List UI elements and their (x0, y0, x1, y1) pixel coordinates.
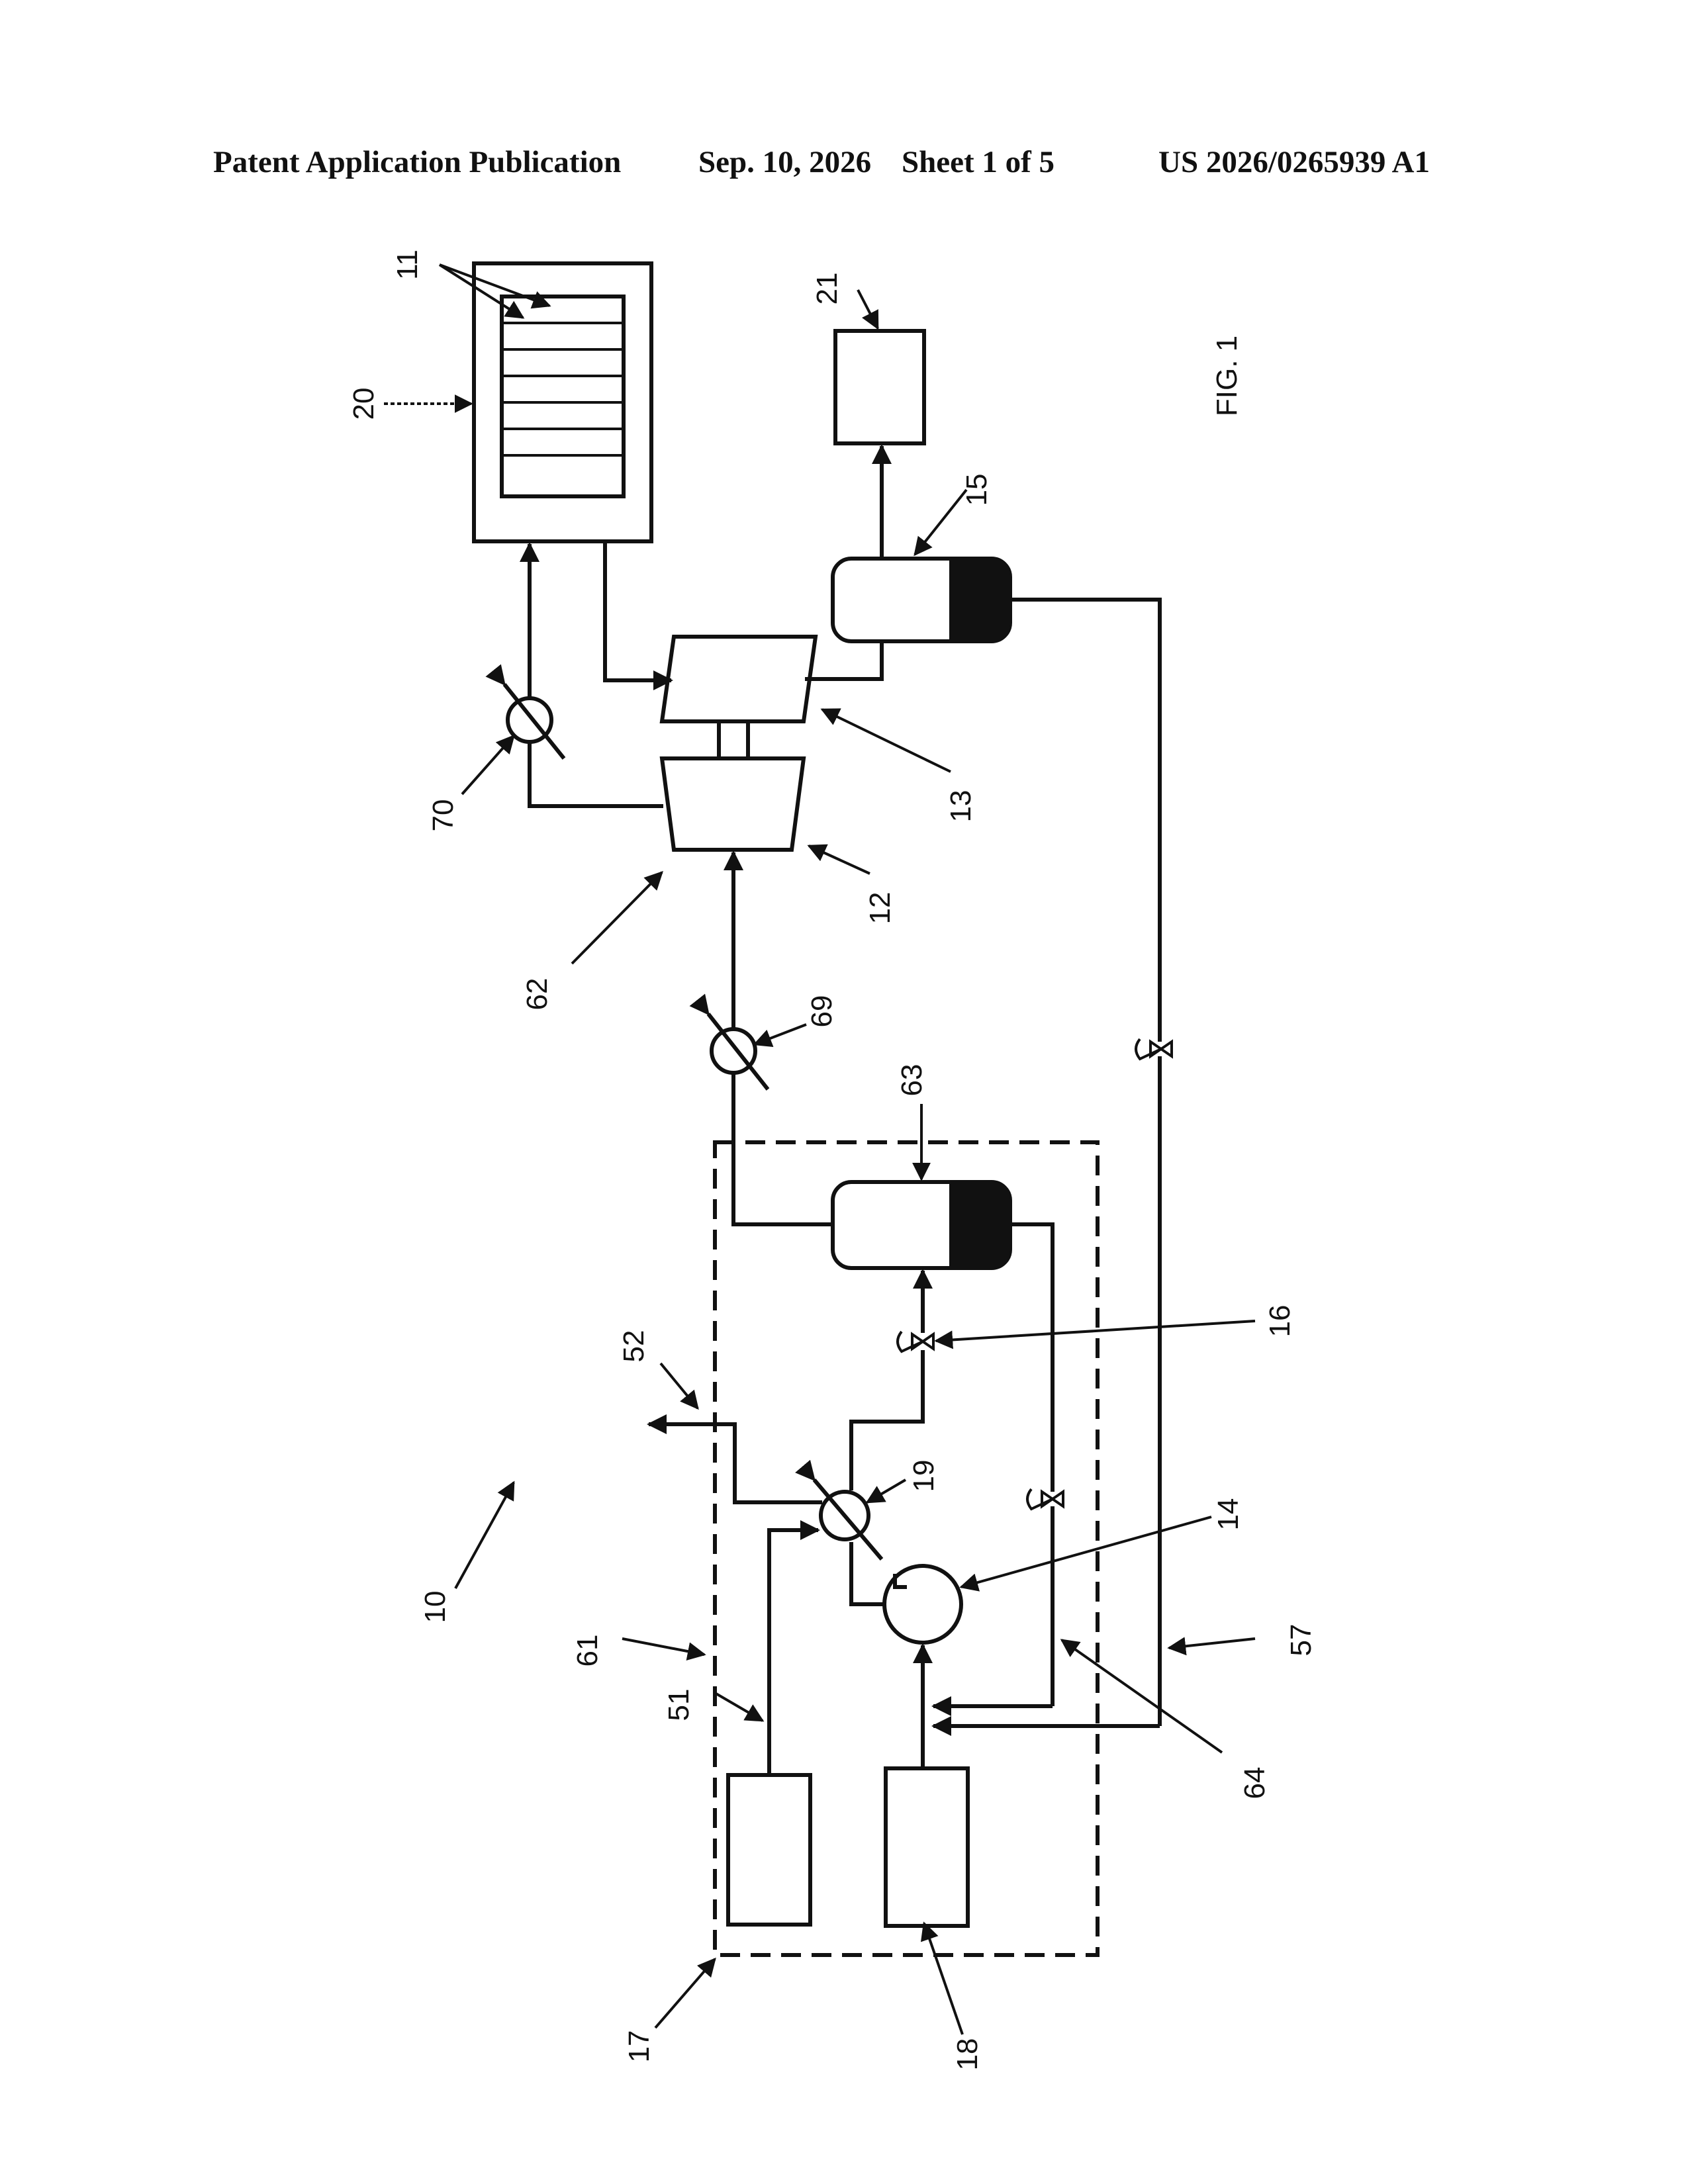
label-57: 57 (1285, 1624, 1317, 1657)
tank-18 (886, 1768, 968, 1926)
label-13: 13 (945, 790, 977, 823)
label-61: 61 (571, 1635, 604, 1667)
pump-14 (884, 1566, 961, 1643)
label-63: 63 (896, 1064, 928, 1097)
label-16: 16 (1264, 1305, 1296, 1338)
tank-17 (728, 1775, 810, 1925)
fuel-cell-housing-20 (474, 263, 651, 541)
label-62: 62 (521, 978, 553, 1011)
label-19: 19 (908, 1460, 940, 1492)
component-21-box (835, 331, 924, 443)
separator-63 (833, 1182, 1010, 1268)
valve-57 (1136, 1039, 1172, 1059)
heat-exchanger-19 (814, 1480, 882, 1559)
leader-lines (384, 265, 1255, 2034)
label-14: 14 (1212, 1498, 1244, 1531)
valve-16 (898, 1332, 933, 1351)
label-64: 64 (1239, 1767, 1271, 1799)
heat-exchanger-69 (708, 1014, 768, 1089)
separator-15 (833, 559, 1010, 641)
label-11: 11 (391, 250, 424, 280)
reference-numerals: 11 20 21 15 13 12 62 70 69 63 16 52 19 1… (348, 250, 1317, 2070)
label-10: 10 (419, 1591, 451, 1623)
flow-lines (530, 446, 1160, 1774)
label-70: 70 (427, 799, 459, 832)
label-15: 15 (961, 474, 993, 506)
label-69: 69 (806, 995, 838, 1028)
turbine-13 (662, 637, 816, 721)
label-52: 52 (618, 1330, 650, 1363)
label-18: 18 (951, 2038, 984, 2071)
label-20: 20 (348, 388, 380, 420)
valve-recirculation (1027, 1489, 1063, 1509)
subsystem-boundary-61 (715, 1142, 1098, 1955)
label-21: 21 (811, 273, 843, 305)
heat-exchanger-70 (504, 684, 564, 758)
figure-caption: FIG. 1 (1211, 336, 1243, 416)
label-51: 51 (663, 1689, 695, 1721)
label-17: 17 (623, 2030, 655, 2063)
label-12: 12 (864, 892, 896, 925)
compressor-12 (662, 758, 804, 850)
